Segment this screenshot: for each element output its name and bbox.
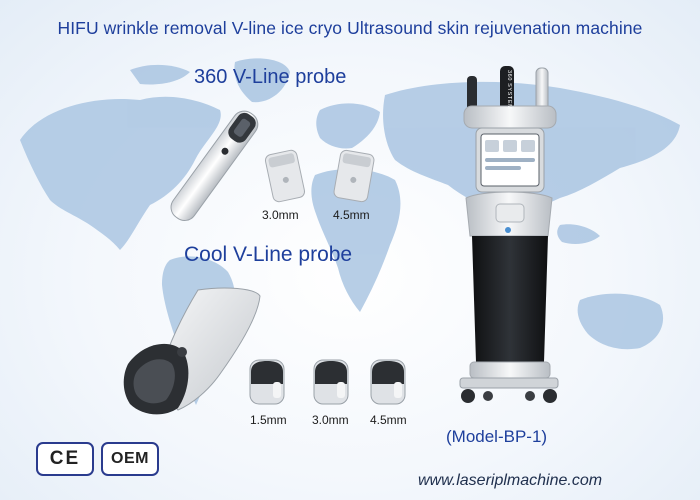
cartridge-cool-1.5mm-image [249,359,285,405]
website-url: www.laseriplmachine.com [418,472,603,489]
cartridge-360-label-2: 4.5mm [333,208,370,222]
cartridge-360-label-1: 3.0mm [262,208,299,222]
cartridge-cool-4.5mm-image [370,359,406,405]
probe-360-heading: 360 V-Line probe [194,66,347,88]
cartridge-360-3.0mm-image [264,149,306,203]
cartridge-360-4.5mm-image [333,149,375,203]
cartridge-cool-3.0mm-image [313,359,349,405]
probe-cool-handpiece-image [123,287,261,415]
probe-cool-heading: Cool V-Line probe [184,243,353,266]
ce-certification-badge: CE [36,442,94,476]
page-title: HIFU wrinkle removal V-line ice cryo Ult… [57,18,643,38]
model-label: (Model-BP-1) [446,427,548,446]
machine-image: 360 SYSTEM [459,66,559,403]
probe-360-handpiece-image [170,110,259,221]
oem-badge: OEM [101,442,159,476]
cartridge-cool-label-1: 1.5mm [250,413,287,427]
cartridge-cool-label-2: 3.0mm [312,413,349,427]
machine-handle-label: 360 SYSTEM [506,70,512,109]
cartridge-cool-label-3: 4.5mm [370,413,407,427]
